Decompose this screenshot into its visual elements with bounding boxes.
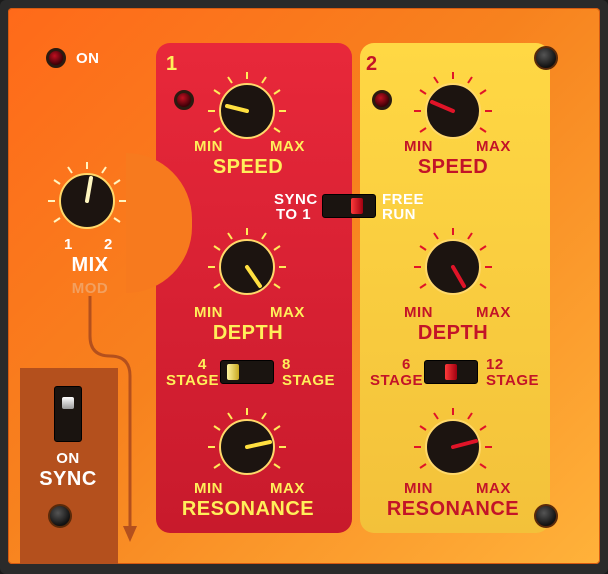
mix-max-label: 2 <box>104 236 113 253</box>
section-1-speed-label: SPEED <box>212 156 284 178</box>
section-2-stage-low-value: 6 <box>402 356 411 373</box>
section-2-depth-max: MAX <box>476 304 511 321</box>
section-1-resonance-knob[interactable] <box>204 404 290 490</box>
power-label: ON <box>76 50 100 67</box>
section-2-depth-label: DEPTH <box>417 322 489 344</box>
section-2-speed-label: SPEED <box>417 156 489 178</box>
mix-min-label: 1 <box>64 236 73 253</box>
section-2-depth-min: MIN <box>404 304 433 321</box>
screw-icon <box>534 504 558 528</box>
section-1-stage-low-label: STAGE <box>166 372 220 389</box>
mod-label: MOD <box>71 280 109 297</box>
section-2-led <box>372 90 392 110</box>
link-free-label: FREE <box>382 191 425 208</box>
section-1-speed-max: MAX <box>270 138 305 155</box>
section-1-stage-high-label: STAGE <box>282 372 336 389</box>
section-1-resonance-label: RESONANCE <box>181 498 315 520</box>
screw-icon <box>48 504 72 528</box>
section-2-stage-high-label: STAGE <box>486 372 540 389</box>
section-1-speed-min: MIN <box>194 138 223 155</box>
sync-on-label: ON <box>56 450 80 467</box>
section-2-resonance-max: MAX <box>476 480 511 497</box>
section-2-depth-knob[interactable] <box>410 224 496 310</box>
sync-free-run-switch[interactable] <box>322 194 376 218</box>
section-2-resonance-min: MIN <box>404 480 433 497</box>
plugin-panel: ON 1 2 MIX MOD ON SYNC 1 <box>8 8 600 564</box>
section-2-speed-max: MAX <box>476 138 511 155</box>
mix-knob[interactable] <box>44 158 130 244</box>
section-1-depth-knob[interactable] <box>204 224 290 310</box>
sync-switch[interactable] <box>54 386 82 442</box>
section-2-number: 2 <box>366 53 378 75</box>
section-1-stage-high-value: 8 <box>282 356 291 373</box>
power-led[interactable] <box>46 48 66 68</box>
section-1-led <box>174 90 194 110</box>
section-1-depth-max: MAX <box>270 304 305 321</box>
mix-label: MIX <box>71 254 109 276</box>
section-1-speed-knob[interactable] <box>204 68 290 154</box>
section-2-speed-min: MIN <box>404 138 433 155</box>
link-sync-label: SYNC <box>274 191 318 208</box>
section-2-stage-low-label: STAGE <box>370 372 424 389</box>
section-1-depth-min: MIN <box>194 304 223 321</box>
section-2-speed-knob[interactable] <box>410 68 496 154</box>
sync-label: SYNC <box>39 468 97 490</box>
section-2-stage-high-value: 12 <box>486 356 504 373</box>
section-2-stage-switch[interactable] <box>424 360 478 384</box>
section-1-stage-low-value: 4 <box>198 356 207 373</box>
section-1-stage-switch[interactable] <box>220 360 274 384</box>
section-2-resonance-label: RESONANCE <box>386 498 520 520</box>
section-1-number: 1 <box>166 53 178 75</box>
mod-arrow-icon <box>88 296 137 542</box>
section-1-resonance-min: MIN <box>194 480 223 497</box>
section-1-depth-label: DEPTH <box>212 322 284 344</box>
section-1-resonance-max: MAX <box>270 480 305 497</box>
section-2-resonance-knob[interactable] <box>410 404 496 490</box>
link-run-label: RUN <box>382 206 416 223</box>
screw-icon <box>534 46 558 70</box>
link-to1-label: TO 1 <box>276 206 312 223</box>
